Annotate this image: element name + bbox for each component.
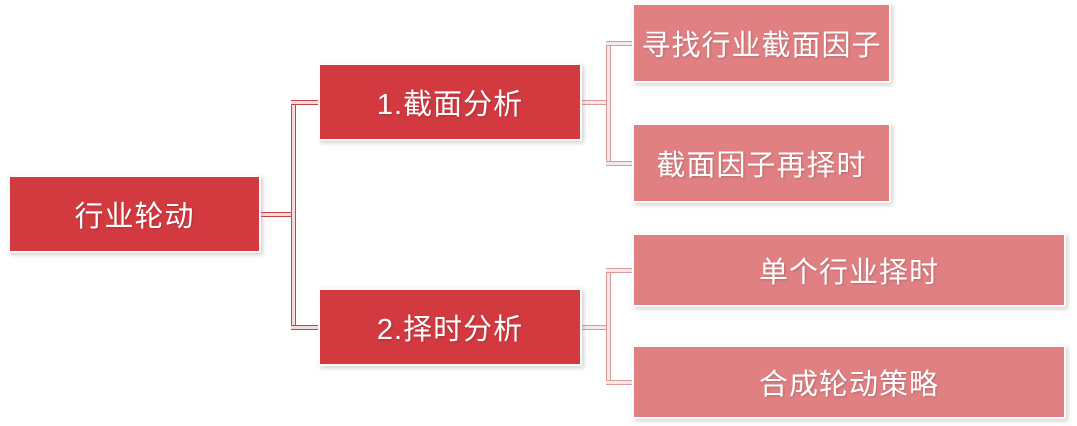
leaf-node-label: 截面因子再择时: [656, 150, 867, 182]
connector-branch-2-vertical: [605, 267, 611, 385]
leaf-node-label: 合成轮动策略: [758, 369, 939, 401]
leaf-node-label: 寻找行业截面因子: [641, 30, 882, 62]
connector-branch-2-out: [582, 324, 608, 330]
leaf-node-single-industry-timing: 单个行业择时: [632, 233, 1066, 307]
connector-to-leaf-3: [605, 267, 632, 273]
branch-node-label: 1.截面分析: [376, 89, 524, 121]
leaf-node-factor-retiming: 截面因子再择时: [632, 123, 891, 203]
root-node-industry-rotation: 行业轮动: [8, 175, 261, 253]
branch-node-cross-section-analysis: 1.截面分析: [318, 63, 582, 141]
connector-root-vertical: [290, 99, 296, 330]
connector-to-leaf-2: [605, 160, 632, 166]
leaf-node-label: 单个行业择时: [758, 257, 939, 289]
branch-node-timing-analysis: 2.择时分析: [318, 288, 582, 366]
connector-to-leaf-1: [605, 40, 632, 46]
connector-to-branch-1: [290, 99, 318, 105]
root-node-label: 行业轮动: [74, 201, 195, 233]
connector-to-leaf-4: [605, 379, 632, 385]
connector-branch-1-vertical: [605, 40, 611, 166]
branch-node-label: 2.择时分析: [376, 314, 524, 346]
connector-to-branch-2: [290, 324, 318, 330]
leaf-node-find-cross-section-factors: 寻找行业截面因子: [632, 3, 891, 83]
connector-branch-1-out: [582, 99, 608, 105]
leaf-node-composite-rotation-strategy: 合成轮动策略: [632, 345, 1066, 419]
connector-root-horizontal: [261, 211, 293, 217]
